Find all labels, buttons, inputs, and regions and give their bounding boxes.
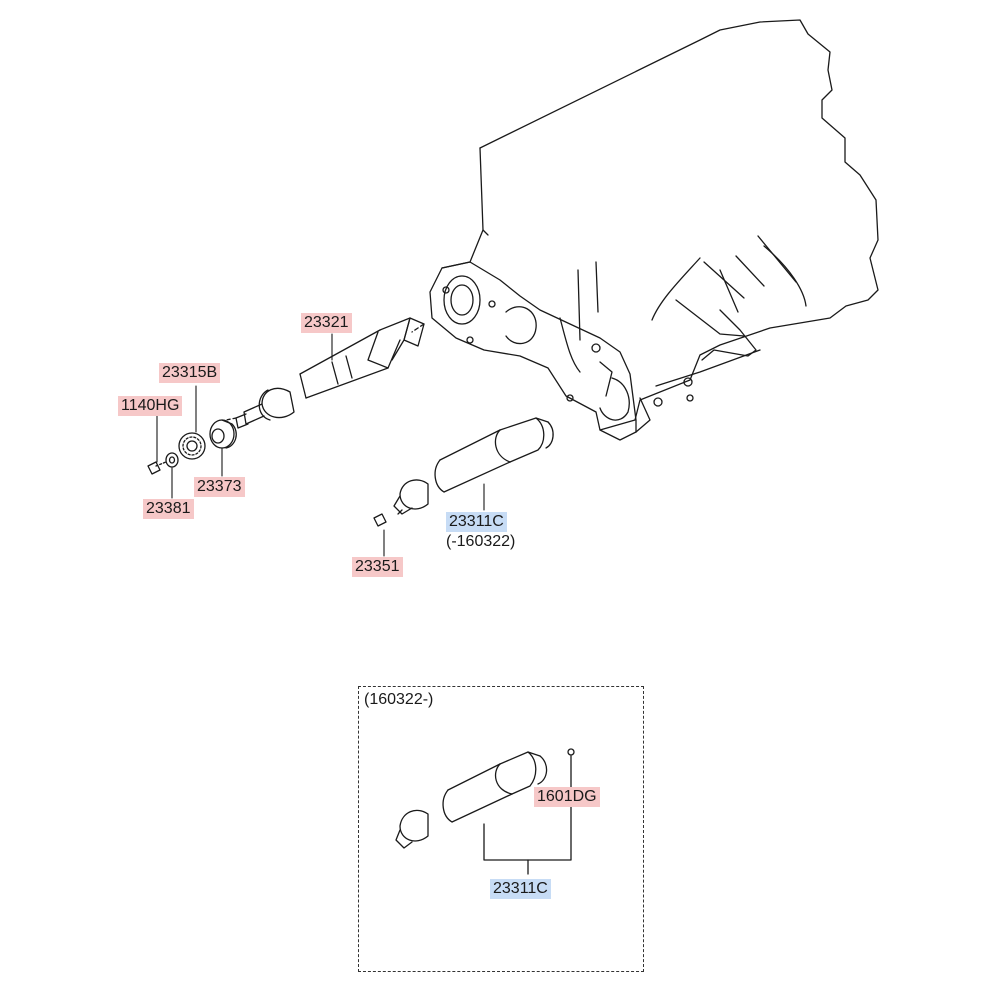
inset-date-range-note: (160322-) xyxy=(364,691,434,708)
part-label-23315b[interactable]: 23315B xyxy=(159,363,221,383)
thrust-washer xyxy=(209,419,237,449)
oil-pump-shaft xyxy=(393,417,554,515)
part-label-23311c-inset[interactable]: 23311C xyxy=(490,879,551,899)
part-label-23373[interactable]: 23373 xyxy=(194,477,245,497)
engine-block xyxy=(429,19,879,441)
part-label-1140hg[interactable]: 1140HG xyxy=(118,396,183,416)
inset-oil-pump-shaft xyxy=(395,748,575,875)
part-label-1601dg[interactable]: 1601DG xyxy=(534,787,600,807)
part-label-23321[interactable]: 23321 xyxy=(301,313,352,333)
part-label-23311c[interactable]: 23311C xyxy=(446,512,507,532)
leader-lines xyxy=(156,333,485,557)
small-bolt xyxy=(373,513,387,527)
part-label-23351[interactable]: 23351 xyxy=(352,557,403,577)
sprocket xyxy=(178,432,206,460)
inset-frame xyxy=(358,686,644,972)
balance-shaft-assembly xyxy=(225,317,425,429)
washer xyxy=(165,452,179,468)
bolt xyxy=(147,461,167,475)
date-range-note: (-160322) xyxy=(446,533,516,550)
part-label-23381[interactable]: 23381 xyxy=(143,499,194,519)
